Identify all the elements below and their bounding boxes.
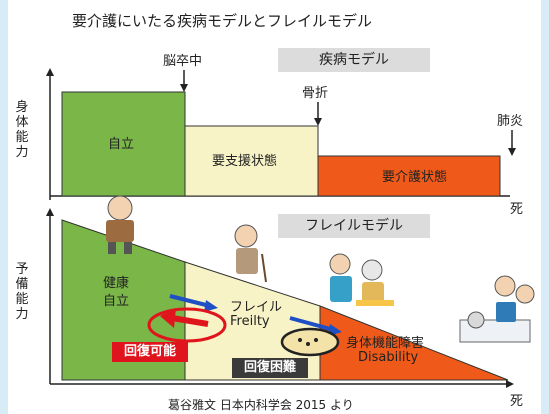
difficult-badge: 回復困難	[232, 358, 308, 378]
page-title: 要介護にいたる疾病モデルとフレイルモデル	[72, 12, 373, 30]
right-border-band	[541, 0, 549, 414]
disease-model-tag: 疾病モデル	[278, 48, 430, 72]
stage-support-label: 要支援状態	[212, 154, 278, 169]
disability-label-1: 身体機能障害	[346, 336, 425, 351]
bedridden-illustration	[459, 275, 535, 343]
progress-arrow-2	[289, 316, 335, 332]
stage-independent-label: 自立	[108, 137, 135, 152]
stage-independent-block	[61, 91, 186, 197]
top-y-axis-arrow	[46, 68, 54, 76]
healthy-elder-illustration	[106, 195, 134, 254]
recovery-arrow	[171, 315, 209, 327]
death-label-bottom: 死	[510, 394, 524, 409]
caregiver-illustration	[329, 253, 394, 306]
frailty-label-1: フレイル	[230, 300, 283, 315]
event-stroke-label: 脳卒中	[163, 54, 203, 69]
recovery-arrowhead	[160, 308, 176, 328]
death-label-top: 死	[510, 202, 524, 217]
frailty-model-tag: フレイルモデル	[278, 214, 430, 238]
bottom-y-axis-arrow	[46, 208, 54, 216]
top-y-axis-label: 身体能力	[15, 100, 29, 160]
event-pneumonia-label: 肺炎	[497, 114, 524, 129]
stage-support-block	[184, 125, 319, 197]
bottom-y-axis-label: 予備能力	[15, 262, 29, 322]
event-fracture-label: 骨折	[302, 86, 329, 101]
healthy-label-2: 自立	[103, 294, 130, 309]
progress-arrow-1	[169, 294, 211, 308]
frailty-label-2: Freilty	[230, 314, 270, 329]
progress-arrow-1-head	[204, 300, 218, 312]
fracture-event-arrowhead	[314, 118, 322, 126]
left-border-band	[0, 0, 8, 414]
recoverable-badge: 回復可能	[112, 342, 188, 362]
disability-label-2: Disability	[358, 350, 419, 365]
stage-care-block	[317, 155, 501, 197]
frail-elder-illustration	[234, 224, 267, 283]
healthy-label-1: 健康	[103, 276, 130, 291]
bottom-x-axis-arrow	[506, 380, 514, 388]
difficult-ellipse	[280, 327, 340, 357]
stage-care-label: 要介護状態	[382, 170, 448, 185]
stroke-event-arrowhead	[180, 84, 188, 92]
pneumonia-event-arrowhead	[508, 148, 516, 156]
citation: 葛谷雅文 日本内科学会 2015 より	[168, 398, 354, 412]
recoverable-ellipse	[147, 307, 227, 343]
